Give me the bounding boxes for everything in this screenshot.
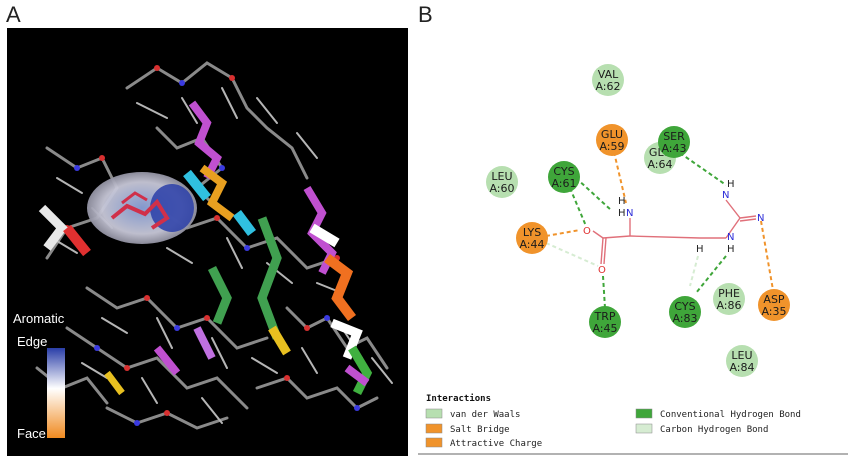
atom-n-3: N — [722, 190, 729, 201]
svg-text:A:35: A:35 — [761, 305, 786, 318]
legend-item-conventional-hbond: Conventional Hydrogen Bond — [635, 408, 801, 420]
atom-h-5: H — [727, 179, 735, 190]
interaction-diagram: H H N O O H H N N H N VAL A:62 GLU A:59 … — [418, 28, 848, 456]
chbond-cys83 — [689, 255, 699, 287]
legend-item-attractive-charge: Attractive Charge — [425, 437, 542, 449]
svg-text:LEU: LEU — [731, 349, 752, 362]
svg-text:PHE: PHE — [718, 287, 740, 300]
residue-phe86: PHE A:86 — [713, 283, 745, 315]
panel-label-a: A — [6, 2, 21, 27]
ligand-skeleton — [592, 199, 757, 265]
residue-leu84: LEU A:84 — [726, 345, 758, 377]
svg-text:SER: SER — [663, 130, 685, 143]
residue-cys61: CYS A:61 — [548, 161, 580, 193]
svg-text:Carbon Hydrogen Bond: Carbon Hydrogen Bond — [660, 425, 768, 435]
svg-text:A:62: A:62 — [595, 80, 620, 93]
svg-text:A:45: A:45 — [592, 322, 617, 335]
svg-text:A:83: A:83 — [672, 312, 697, 325]
legend-item-vdw: van der Waals — [425, 408, 520, 420]
hbond-cys83-h — [695, 255, 727, 294]
legend-item-salt-bridge: Salt Bridge — [425, 423, 510, 435]
aromatic-colorbar — [47, 348, 65, 438]
residue-ser43: SER A:43 — [658, 126, 690, 158]
svg-text:A:86: A:86 — [716, 299, 741, 312]
atom-n-2: N — [727, 232, 734, 243]
interaction-diagram-svg: H H N O O H H N N H N VAL A:62 GLU A:59 … — [418, 64, 848, 455]
svg-text:Conventional Hydrogen Bond: Conventional Hydrogen Bond — [660, 410, 801, 420]
stick-backbone — [35, 61, 393, 430]
ribbon-helices — [38, 100, 373, 396]
protein-structure-render — [35, 61, 393, 438]
vdw-lys44-o — [545, 242, 599, 267]
svg-text:Attractive Charge: Attractive Charge — [450, 439, 542, 449]
residue-cys83: CYS A:83 — [669, 296, 701, 328]
svg-text:GLU: GLU — [601, 128, 623, 141]
hbond-cys61-h — [575, 177, 612, 211]
legend-item-carbon-hbond: Carbon Hydrogen Bond — [635, 423, 768, 435]
hbond-cys61-o — [569, 187, 587, 227]
residue-glu59: GLU A:59 — [596, 124, 628, 156]
svg-text:A:84: A:84 — [729, 361, 754, 374]
svg-text:van der Waals: van der Waals — [450, 410, 520, 420]
salt-glu59-n — [613, 151, 627, 204]
binding-pocket-surface — [87, 172, 197, 244]
panel-label-b: B — [418, 2, 433, 27]
atom-h-3: H — [696, 244, 704, 255]
residue-trp45: TRP A:45 — [589, 306, 621, 338]
residue-leu60: LEU A:60 — [486, 166, 518, 198]
residue-lys44: LYS A:44 — [516, 222, 548, 254]
interaction-lines — [545, 151, 774, 309]
atom-h-2: H — [618, 208, 626, 219]
svg-text:A:43: A:43 — [661, 142, 686, 155]
svg-text:A:59: A:59 — [599, 140, 624, 153]
atom-h-4: H — [727, 244, 735, 255]
atom-n-1: N — [626, 208, 633, 219]
atom-o-2: O — [598, 265, 606, 276]
residue-val62: VAL A:62 — [592, 64, 624, 96]
hbond-ser43-h — [679, 152, 727, 186]
residue-asp35: ASP A:35 — [758, 289, 790, 321]
atom-o-1: O — [583, 226, 591, 237]
legend-title: Interactions — [426, 393, 491, 404]
svg-text:ASP: ASP — [763, 293, 785, 306]
svg-text:LYS: LYS — [523, 226, 541, 239]
svg-text:LEU: LEU — [491, 170, 512, 183]
colorbar-edge-label: Edge — [17, 334, 48, 349]
colorbar-title: Aromatic — [13, 311, 65, 326]
svg-text:A:60: A:60 — [489, 182, 514, 195]
atom-h-1: H — [618, 196, 626, 207]
interactions-legend: Interactions van der Waals Salt Bridge A… — [418, 393, 848, 455]
salt-asp35-n — [760, 220, 774, 291]
salt-lys44-o — [545, 229, 581, 237]
svg-text:VAL: VAL — [598, 68, 619, 81]
atom-n-4: N — [757, 213, 764, 224]
svg-text:A:64: A:64 — [647, 158, 672, 171]
ligand-atoms: H H N O O H H N N H N — [583, 179, 764, 276]
svg-text:CYS: CYS — [674, 300, 695, 313]
hbond-trp45-o — [602, 275, 606, 309]
svg-text:Salt Bridge: Salt Bridge — [450, 425, 510, 435]
svg-text:A:61: A:61 — [551, 177, 576, 190]
protein-3d-view: Aromatic Edge Face — [7, 28, 408, 456]
svg-text:TRP: TRP — [594, 310, 616, 323]
svg-text:CYS: CYS — [553, 165, 574, 178]
colorbar-face-label: Face — [17, 426, 46, 441]
svg-text:A:44: A:44 — [519, 238, 544, 251]
